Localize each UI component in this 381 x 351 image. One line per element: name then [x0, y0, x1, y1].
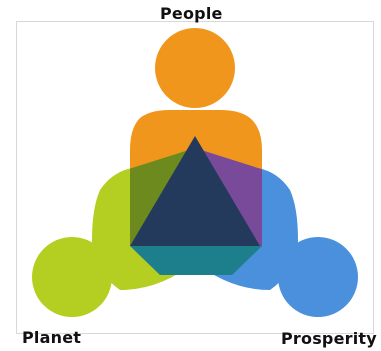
- prosperity-label: Prosperity: [281, 329, 377, 348]
- overlap-planet-prosperity: [130, 246, 262, 275]
- overlap-planet-prosperity-fill: [130, 246, 262, 275]
- center-triangle: [130, 136, 260, 246]
- planet-label: Planet: [22, 328, 82, 347]
- prosperity-head: [278, 237, 358, 317]
- planet-head: [32, 237, 112, 317]
- diagram-frame: [16, 21, 374, 334]
- people-label: People: [160, 4, 223, 23]
- people-head: [155, 28, 235, 108]
